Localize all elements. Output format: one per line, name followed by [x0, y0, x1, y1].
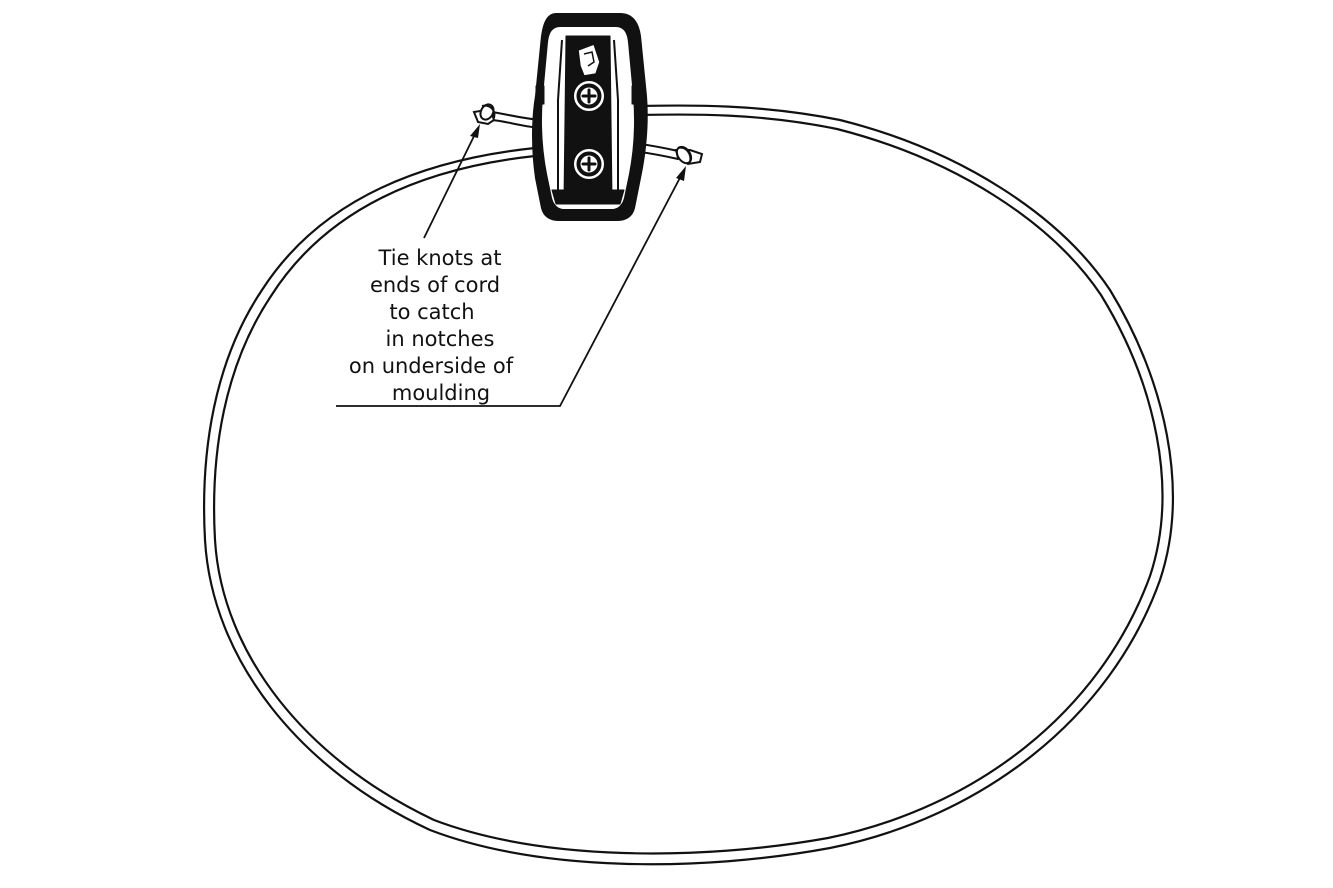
callout-line-3: to catch — [389, 300, 474, 324]
moulding-clip — [532, 13, 648, 221]
callout-line-6: moulding — [392, 381, 490, 405]
upper-screw-cross-icon — [581, 88, 597, 104]
right-knot — [674, 145, 704, 166]
arrowhead-left — [470, 124, 480, 138]
callout-line-1: Tie knots at — [378, 246, 502, 270]
moulding-rib-right — [613, 39, 619, 190]
upper-screw — [572, 79, 606, 113]
callout-text-block: Tie knots at ends of cord to catch in no… — [349, 246, 514, 405]
callout-line-4: in notches — [386, 327, 495, 351]
callout-line-2: ends of cord — [370, 273, 500, 297]
lower-screw-cross-icon — [581, 156, 597, 172]
left-knot — [472, 103, 496, 126]
cord-inner-edge — [212, 113, 1164, 855]
moulding-rib-left — [557, 39, 563, 190]
moulding-logo-icon — [577, 43, 601, 77]
leader-right — [336, 171, 684, 407]
moulding-side-notch-left — [535, 85, 545, 105]
leader-lines — [336, 127, 684, 407]
moulding-bottom-band — [551, 189, 625, 205]
arrowhead-right — [676, 166, 686, 181]
cord-outer-edge — [202, 104, 1174, 866]
leader-arrowheads — [470, 124, 686, 181]
cord-loop — [202, 104, 1174, 866]
lower-screw — [572, 147, 606, 181]
moulding-side-notch-right — [631, 85, 641, 105]
leader-left — [423, 127, 479, 239]
callout-line-5: on underside of — [349, 354, 514, 378]
